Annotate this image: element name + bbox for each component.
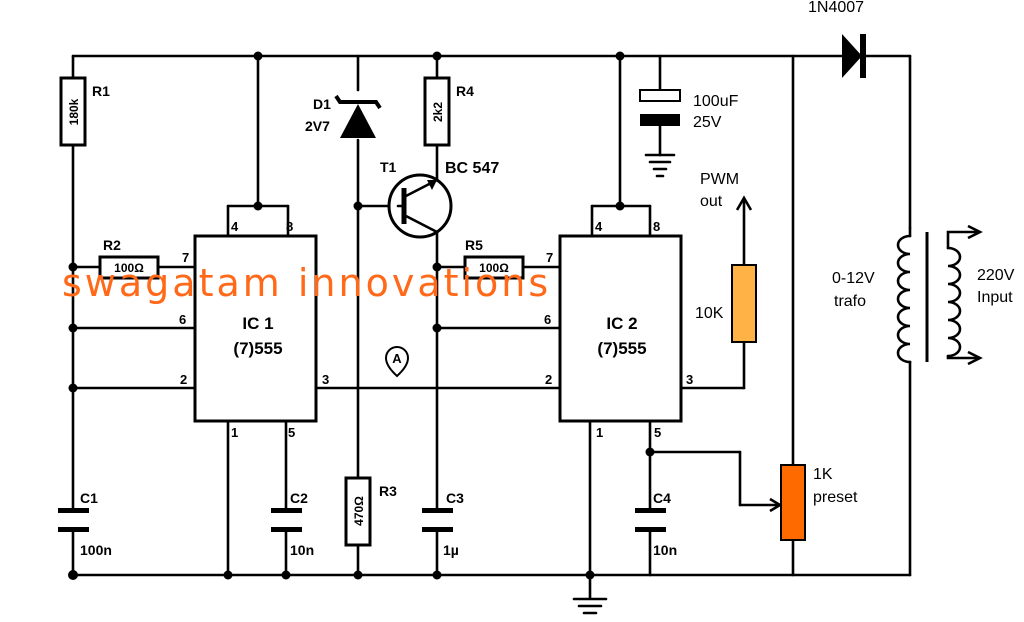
ic1-pin-7: 7 [182,250,189,265]
potentiometer-10k: 10K [695,264,757,343]
r4-c3-column-wires [435,54,562,577]
d1-ref: D1 [313,96,331,112]
ic1-chip: IC 1 (7)555 4 8 7 6 2 3 1 5 [179,219,329,440]
r4-ref: R4 [456,83,474,99]
pwm-line2: out [700,193,723,210]
diode-1n4007: 1N4007 [808,0,866,78]
node-a-label: A [392,351,402,366]
c1-ref: C1 [80,490,98,506]
transformer: 0-12V trafo 220V Input [832,224,1015,366]
ic1-pin-5: 5 [288,425,295,440]
trafo-line2: trafo [834,293,866,310]
ic1-ref: IC 1 [242,314,273,333]
r1-value: 180k [67,98,81,125]
ic2-pin-8: 8 [653,219,660,234]
ic2-pin-6: 6 [544,312,551,327]
d1-value: 2V7 [305,118,330,134]
ic1-pin-8: 8 [286,219,293,234]
cap-100uf-value: 100uF [693,93,739,110]
pot-10k-label: 10K [695,305,724,322]
r5-value: 100Ω [479,261,509,275]
node-a-marker: A [384,346,410,378]
c3-value: 1µ [443,542,459,558]
ic2-pin-3: 3 [686,372,693,387]
t1-ref: T1 [380,159,397,175]
r3-value: 470Ω [352,496,366,526]
c4-value: 10n [653,542,677,558]
junction-dots [68,51,655,580]
input-line2: Input [977,289,1013,306]
ic2-type: (7)555 [597,339,646,358]
capacitor-c2: C2 10n [271,490,314,558]
top-rail-wires [71,54,912,230]
ic2-pin-5: 5 [654,425,661,440]
c4-ref: C4 [653,490,671,506]
c2-ref: C2 [290,490,308,506]
pwm-out-label: PWM out [700,171,739,210]
capacitor-c4: C4 10n [635,490,677,558]
ic2-ref: IC 2 [606,314,637,333]
capacitor-c1: C1 100n [58,490,112,558]
ground-symbol-bottom [572,597,608,615]
ic1-pin-3: 3 [322,372,329,387]
ic1-pin-4: 4 [231,219,239,234]
ic1-pin-6: 6 [179,312,186,327]
ic2-pin-7: 7 [546,250,553,265]
input-line1: 220V [977,267,1015,284]
ic2-pin-1: 1 [596,425,603,440]
resistor-r3: 470Ω R3 [344,476,397,547]
ic1-type: (7)555 [233,339,282,358]
watermark-text: swagatam innovations [62,261,551,305]
preset-1k: 1K preset [780,464,858,541]
ic2-wires [588,54,783,577]
resistor-r5: 100Ω R5 [463,237,562,280]
r4-value: 2k2 [431,102,445,122]
resistor-r2: 100Ω R2 [98,237,197,280]
capacitor-100uf: 100uF 25V [639,54,739,178]
diode-label: 1N4007 [808,0,864,16]
ic1-pin-1: 1 [231,425,238,440]
r3-ref: R3 [379,483,397,499]
ic2-pin-4: 4 [595,219,603,234]
trafo-line1: 0-12V [832,270,875,287]
cap-100uf-voltage: 25V [693,114,722,131]
c1-value: 100n [80,542,112,558]
pwm-line1: PWM [700,171,739,188]
zener-diode-d1: D1 2V7 [305,94,382,138]
r2-ref: R2 [103,237,121,253]
resistor-r1: 180k R1 [59,76,110,147]
ic2-pin-2: 2 [545,372,552,387]
preset-line1: 1K [813,466,833,483]
capacitor-c3: C3 1µ [422,490,464,558]
t1-value: BC 547 [445,160,499,177]
transistor-t1: T1 BC 547 [380,159,499,239]
r5-ref: R5 [465,237,483,253]
preset-line2: preset [813,489,858,506]
left-column-wires [71,54,197,577]
ic2-chip: IC 2 (7)555 4 8 7 6 2 3 1 5 [544,219,693,440]
ic1-pin-2: 2 [180,372,187,387]
r2-value: 100Ω [114,261,144,275]
c3-ref: C3 [446,490,464,506]
resistor-r4: 2k2 R4 [423,76,474,147]
r1-ref: R1 [92,83,110,99]
c2-value: 10n [290,542,314,558]
